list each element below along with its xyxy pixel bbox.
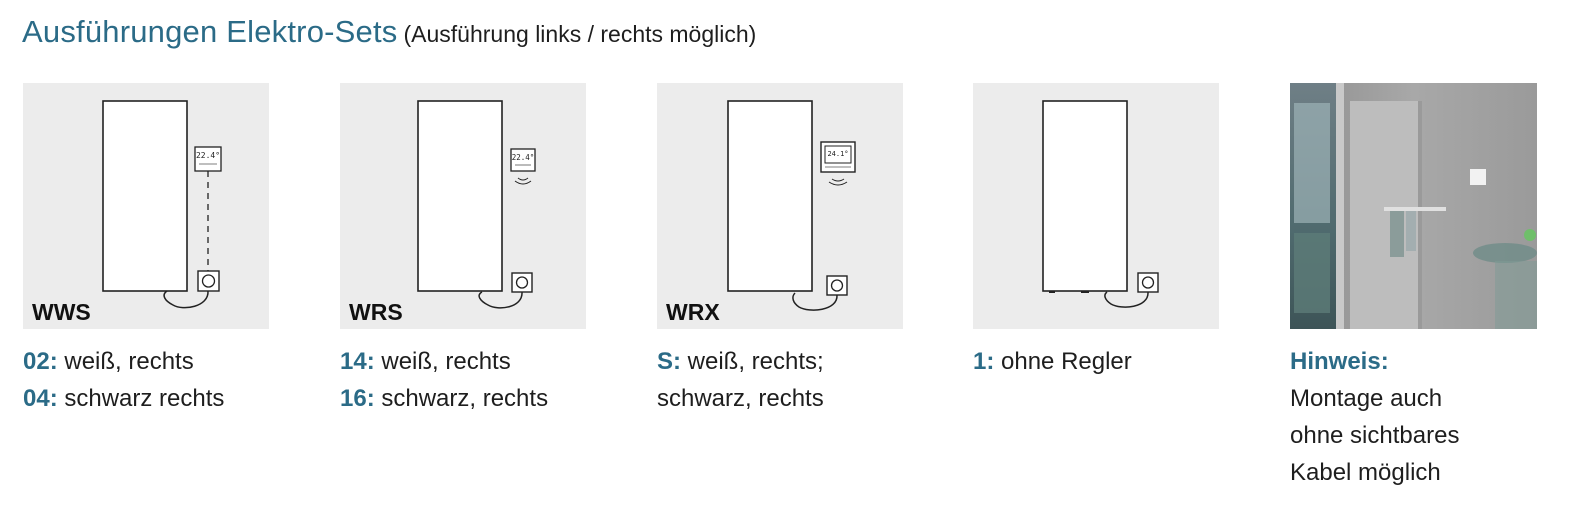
variant-caption-no-controller: 1: ohne Regler <box>973 343 1132 380</box>
page-heading: Ausführungen Elektro-Sets(Ausführung lin… <box>22 14 756 50</box>
svg-text:22.4°: 22.4° <box>512 153 535 162</box>
radiator-icon <box>102 100 188 292</box>
variant-caption-wrs: 14: weiß, rechts 16: schwarz, rechts <box>340 343 548 417</box>
variant-tile-wrs: 22.4° WRS <box>340 83 586 329</box>
radiator-wireless-illustration: 22.4° <box>417 100 536 309</box>
page-title: Ausführungen Elektro-Sets <box>22 14 398 49</box>
bathroom-photo <box>1290 83 1537 329</box>
svg-text:24.1°: 24.1° <box>827 150 848 158</box>
radiator-icon <box>727 100 813 292</box>
variant-tile-no-controller <box>973 83 1219 329</box>
variant-caption-wws: 02: weiß, rechts 04: schwarz rechts <box>23 343 224 417</box>
variant-tile-wrx: 24.1° WRX <box>657 83 903 329</box>
radiator-no-controller-illustration <box>1042 100 1159 308</box>
note-line: ohne sichtbares <box>1290 422 1460 449</box>
svg-text:22.4°: 22.4° <box>196 151 220 160</box>
radiator-icon <box>417 100 503 292</box>
caption-line: S: weiß, rechts; <box>657 348 824 375</box>
radiator-wired-illustration: 22.4° <box>102 100 222 309</box>
caption-line: 16: schwarz, rechts <box>340 385 549 412</box>
variant-code: WRS <box>349 299 403 325</box>
variant-tile-wws: 22.4° WWS <box>23 83 269 329</box>
note-label: Hinweis: <box>1290 348 1389 375</box>
radiator-icon <box>1042 100 1128 293</box>
wireless-signal-icon <box>828 178 848 186</box>
note-line: Kabel möglich <box>1290 459 1441 486</box>
caption-line: schwarz, rechts <box>657 385 824 412</box>
power-socket-icon <box>197 270 220 292</box>
thermostat-icon: 24.1° <box>820 141 856 173</box>
power-socket-icon <box>1137 272 1159 293</box>
page-subtitle: (Ausführung links / rechts möglich) <box>403 21 757 47</box>
note-line: Montage auch <box>1290 385 1443 412</box>
caption-line: 04: schwarz rechts <box>23 385 225 412</box>
caption-line: 02: weiß, rechts <box>23 348 194 375</box>
note-caption: Hinweis: Montage auch ohne sichtbares Ka… <box>1290 343 1459 491</box>
caption-line: 14: weiß, rechts <box>340 348 511 375</box>
thermostat-icon: 22.4° <box>510 148 536 172</box>
variant-code: WWS <box>32 299 91 325</box>
variant-code: WRX <box>666 299 720 325</box>
power-socket-icon <box>511 272 533 293</box>
caption-line: 1: ohne Regler <box>973 348 1132 375</box>
power-socket-icon <box>826 275 848 296</box>
variant-caption-wrx: S: weiß, rechts; schwarz, rechts <box>657 343 824 417</box>
radiator-wrx-illustration: 24.1° <box>727 100 856 311</box>
wireless-signal-icon <box>514 177 532 185</box>
thermostat-icon: 22.4° <box>194 146 222 172</box>
radiator-photo-illustration <box>1290 83 1537 329</box>
